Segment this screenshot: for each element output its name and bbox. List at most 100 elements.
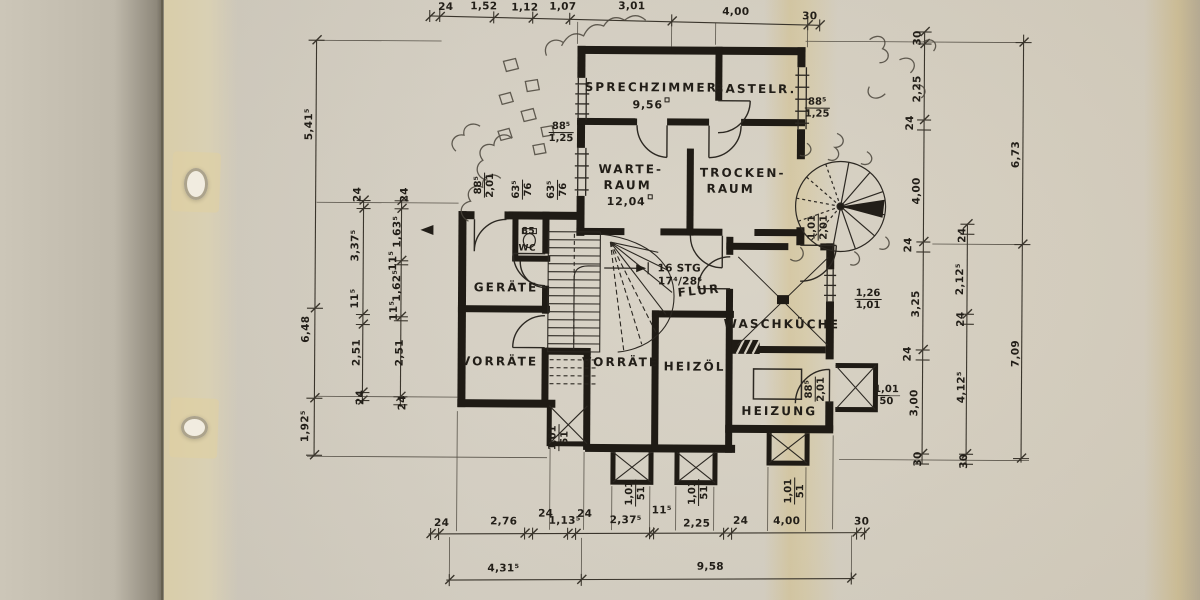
boiler [752,368,803,400]
punch-hole [181,416,208,439]
walls [457,45,835,453]
dim-top-2: 1,12 [511,1,539,14]
opening-height: 2,01 [818,214,831,240]
dim-left-inner-1: 1,63⁵ [391,215,404,248]
opening-well-c: 1,01 51 [687,479,711,506]
dim-bottom-3: 1,13⁵ [548,514,581,527]
dim-right-inner-3: 4,00 [910,177,923,205]
opening-width: 88⁵ [548,120,574,134]
room-label-heizoel: HEIZÖL [663,359,726,374]
dim-right-inner-4: 24 [902,237,915,253]
opening-height: 76 [558,182,570,197]
dim-left-mid-0: 24 [351,186,364,203]
room-area-sprechzimmer: 9,56 [632,97,669,111]
dim-bottom-10: 30 [854,515,870,528]
window-wells [546,362,879,486]
paper-right-edge-discoloration [1144,0,1200,600]
opening-window-waschkueche: 1,26 1,01 [854,287,882,312]
room-label-warteraum-2: RAUM [603,178,652,193]
opening-well-d: 1,01 51 [783,477,807,505]
room-area-warteraum: 12,04 [607,194,653,208]
dim-top-4: 3,01 [618,0,646,13]
dim-bottom-1: 2,76 [490,515,518,528]
dim-right-inner-5: 3,25 [909,290,923,318]
dim-left-mid-2: 11⁵ [348,288,362,309]
reference-arrow [420,224,434,235]
dim-right-mid-3: 4,12⁵ [955,371,968,404]
dim-bottom-0: 24 [433,516,450,530]
extension-lines [307,20,1032,578]
room-label-warteraum-1: WARTE- [598,161,664,177]
opening-window-wc-b: 63⁵ 76 [545,179,570,200]
paper-sheet [163,0,1200,600]
vegetation-sketch [451,15,937,266]
room-label-geraete: GERÄTE [473,280,539,295]
opening-width: 1,26 [854,287,882,301]
photo-backing-edge [0,0,163,600]
dim-right-inner-0: 30 [911,30,924,46]
stair-rise-run-label: 17⁴/28⁶ [657,275,703,288]
stair-steps-label: 16 STG [657,262,701,275]
spiral-staircase [794,160,887,253]
dim-left-inner-3: 1,62⁵ [390,269,404,302]
dim-bottom-7: 2,25 [683,517,711,530]
opening-height: 51 [699,485,711,500]
dim-right-inner-1: 2,25 [911,75,924,103]
window-symbols [574,67,837,302]
dim-left-outer-1: 6,48 [299,315,312,343]
opening-width: 88⁵ [472,172,486,198]
room-label-bastelraum: BASTELR. [714,81,797,97]
dim-top-0: 24 [438,1,454,14]
dim-left-mid-4: 24 [354,389,367,406]
opening-height: 51 [636,486,648,501]
opening-height: 1,01 [855,300,881,312]
opening-height: 1,25 [804,108,830,120]
room-label-sprechzimmer: SPRECHZIMMER [584,79,719,95]
dim-left-inner-2: 11⁵ [387,250,400,271]
binding-tape-strip [164,0,238,600]
opening-width: 1,01 [624,479,637,507]
opening-width: 1,01 [783,477,796,505]
opening-window-left: 88⁵ 1,25 [548,120,574,145]
opening-width: 63⁵ [510,179,524,200]
stair-direction-arrow [636,264,647,273]
opening-width: 88⁵ [804,96,830,109]
opening-height: 2,01 [485,172,497,198]
opening-width: 88⁵ [803,376,817,402]
dim-right-mid-4: 30 [957,453,971,469]
opening-width: 1,01 [687,479,700,506]
dim-right-outer-1: 7,09 [1009,339,1022,368]
opening-window-wc-a: 63⁵ 76 [510,179,534,200]
dim-right-mid-2: 24 [954,311,967,327]
dim-left-inner-4: 11⁵ [387,300,400,321]
dim-right-mid-1: 2,12⁵ [954,263,967,296]
opening-door-spiral: 1,01 2,01 [806,213,831,241]
room-label-trockenraum-1: TROCKEN- [699,165,786,181]
dim-top-6: 30 [802,10,818,23]
dim-bottom-total-0: 4,31⁵ [487,562,520,575]
opening-well-right: 1,01 50 [873,383,900,408]
dim-right-inner-6: 24 [901,346,914,362]
dim-right-inner-7: 3,00 [908,389,921,417]
room-label-waschkueche: WASCHKÜCHE [723,316,841,332]
opening-width: 63⁵ [545,179,559,200]
opening-door-entry: 88⁵ 2,01 [472,172,497,198]
opening-height: 50 [879,396,894,408]
staircase-winder [573,233,675,353]
paper-fold-discoloration [764,0,838,600]
opening-width: 1,01 [873,383,900,397]
room-label-wc: WC [518,243,537,254]
dim-right-outer-0: 6,73 [1009,140,1022,169]
room-label-vorraete-links: VORRÄTE [460,354,539,369]
dim-bottom-6: 11⁵ [651,504,672,517]
dimension-lines [306,9,1032,587]
dim-left-outer-0: 5,41⁵ [302,108,316,141]
room-label-heizung: HEIZUNG [741,403,818,419]
punch-hole [184,168,208,200]
wc-note: 85 [521,226,536,237]
opening-height: 51 [559,430,571,445]
dim-bottom-total-1: 9,58 [696,560,724,573]
